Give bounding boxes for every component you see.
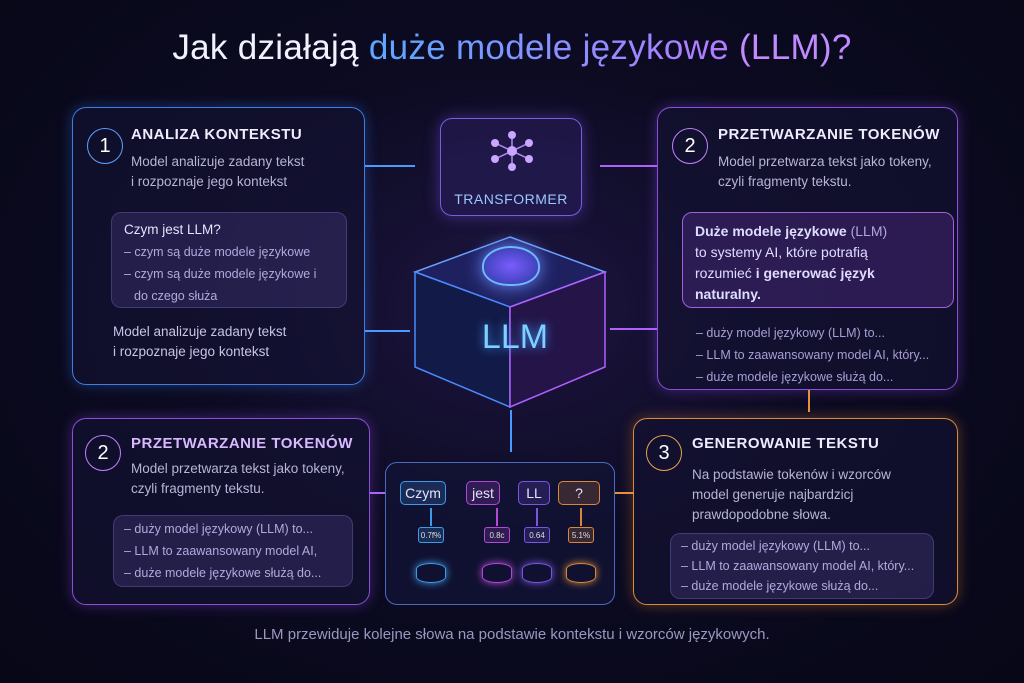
llm-label: LLM — [481, 318, 549, 356]
transformer-block: TRANSFORMER — [440, 118, 582, 216]
title-part1: Jak działają — [172, 28, 369, 67]
token-probability: 5.1% — [568, 527, 594, 543]
connector-arrow — [610, 328, 657, 330]
bullet: do czego służa — [134, 289, 218, 303]
card-analiza-kontekstu: 1 ANALIZA KONTEKSTU Model analizuje zada… — [72, 107, 365, 385]
bullet-list: – duży model językowy (LLM) to...– LLM t… — [696, 326, 930, 384]
connector-arrow — [808, 390, 810, 412]
connector-arrow — [365, 330, 410, 332]
card-title: PRZETWARZANIE TOKENÓW — [718, 126, 940, 143]
card-title: PRZETWARZANIE TOKENÓW — [131, 435, 353, 452]
connector-arrow — [365, 165, 415, 167]
page-title: Jak działają duże modele językowe (LLM)? — [0, 28, 1024, 68]
step-number: 3 — [646, 435, 682, 471]
footer-caption: LLM przewiduje kolejne słowa na podstawi… — [254, 626, 770, 643]
title-highlight: duże modele językowe — [368, 28, 729, 67]
token-connector — [496, 508, 498, 526]
token-chip: LL — [518, 481, 550, 505]
card-przetwarzanie-tokenow-top: 2 PRZETWARZANIE TOKENÓW Model przetwarza… — [657, 107, 958, 390]
token-probability: 0.7f% — [418, 527, 444, 543]
card-generowanie-tekstu: 3 GENEROWANIE TEKSTU Na podstawie tokenó… — [633, 418, 958, 605]
box-title: Czym jest LLM? — [124, 222, 221, 237]
token-connector — [430, 508, 432, 526]
token-connector — [580, 508, 582, 526]
connector-arrow — [600, 165, 657, 167]
step-number: 2 — [672, 128, 708, 164]
token-connector — [536, 508, 538, 526]
token-probability: 0.8c — [484, 527, 510, 543]
database-icon — [522, 563, 552, 583]
llm-core-cube: LLM — [410, 232, 610, 410]
token-probability: 0.64 — [524, 527, 550, 543]
step-number: 1 — [87, 128, 123, 164]
bullet: – czym są duże modele językowe i — [124, 267, 317, 281]
bullet-list: – duży model językowy (LLM) to...– LLM t… — [670, 533, 934, 599]
network-icon — [491, 131, 533, 171]
transformer-label: TRANSFORMER — [454, 191, 568, 207]
connector-arrow — [370, 492, 385, 494]
card-title: ANALIZA KONTEKSTU — [131, 126, 303, 143]
bullet: – czym są duże modele językowe — [124, 245, 311, 259]
brain-icon — [482, 246, 540, 286]
card-text: Model przetwarza tekst jako tokeny,czyli… — [718, 154, 932, 189]
database-icon — [416, 563, 446, 583]
title-part3: (LLM)? — [728, 28, 852, 67]
token-chip: ? — [558, 481, 600, 505]
llm-definition-box: Duże modele językowe (LLM) to systemy AI… — [682, 212, 954, 308]
token-chip: jest — [466, 481, 500, 505]
card-title: GENEROWANIE TEKSTU — [692, 435, 880, 452]
token-chip: Czym — [400, 481, 446, 505]
card-przetwarzanie-tokenow-bottom: 2 PRZETWARZANIE TOKENÓW Model przetwarza… — [72, 418, 370, 605]
llm-question-box: Czym jest LLM? – czym są duże modele jęz… — [111, 212, 347, 308]
card-text: Model przetwarza tekst jako tokeny,czyli… — [131, 461, 345, 496]
connector-arrow — [510, 410, 512, 452]
step-number: 2 — [85, 435, 121, 471]
bullet-list: – duży model językowy (LLM) to...– LLM t… — [113, 515, 353, 587]
connector-arrow — [615, 492, 633, 494]
database-icon — [482, 563, 512, 583]
database-icon — [566, 563, 596, 583]
